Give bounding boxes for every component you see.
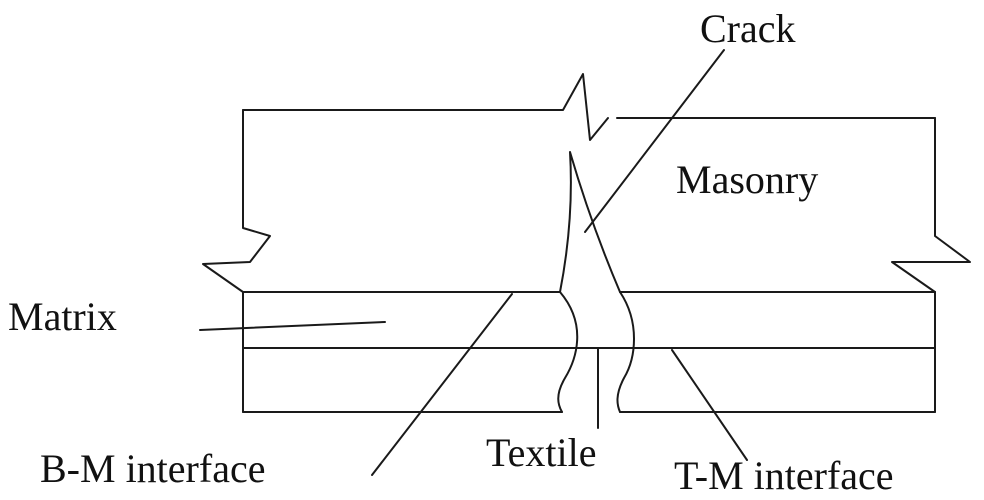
- leader-lines: [199, 49, 748, 476]
- matrix-crack-left-edge: [557, 291, 579, 413]
- masonry-top-left-edge: [242, 73, 609, 141]
- matrix-crack-right-edge: [616, 291, 635, 413]
- crack-outline: [559, 151, 621, 293]
- masonry-block: [202, 73, 971, 293]
- crack-leader: [584, 49, 725, 233]
- masonry-label: Masonry: [676, 157, 818, 202]
- matrix-leader: [199, 321, 386, 331]
- matrix-label: Matrix: [8, 294, 117, 339]
- masonry-right-break: [891, 117, 971, 293]
- matrix-layer: [242, 291, 936, 413]
- bm-interface-label: B-M interface: [40, 446, 265, 491]
- tm-interface-leader: [671, 349, 748, 461]
- masonry-left-break: [202, 109, 271, 293]
- textile-label: Textile: [486, 430, 597, 475]
- bm-interface-leader: [371, 293, 513, 476]
- crack-label: Crack: [700, 6, 796, 51]
- tm-interface-label: T-M interface: [674, 453, 894, 498]
